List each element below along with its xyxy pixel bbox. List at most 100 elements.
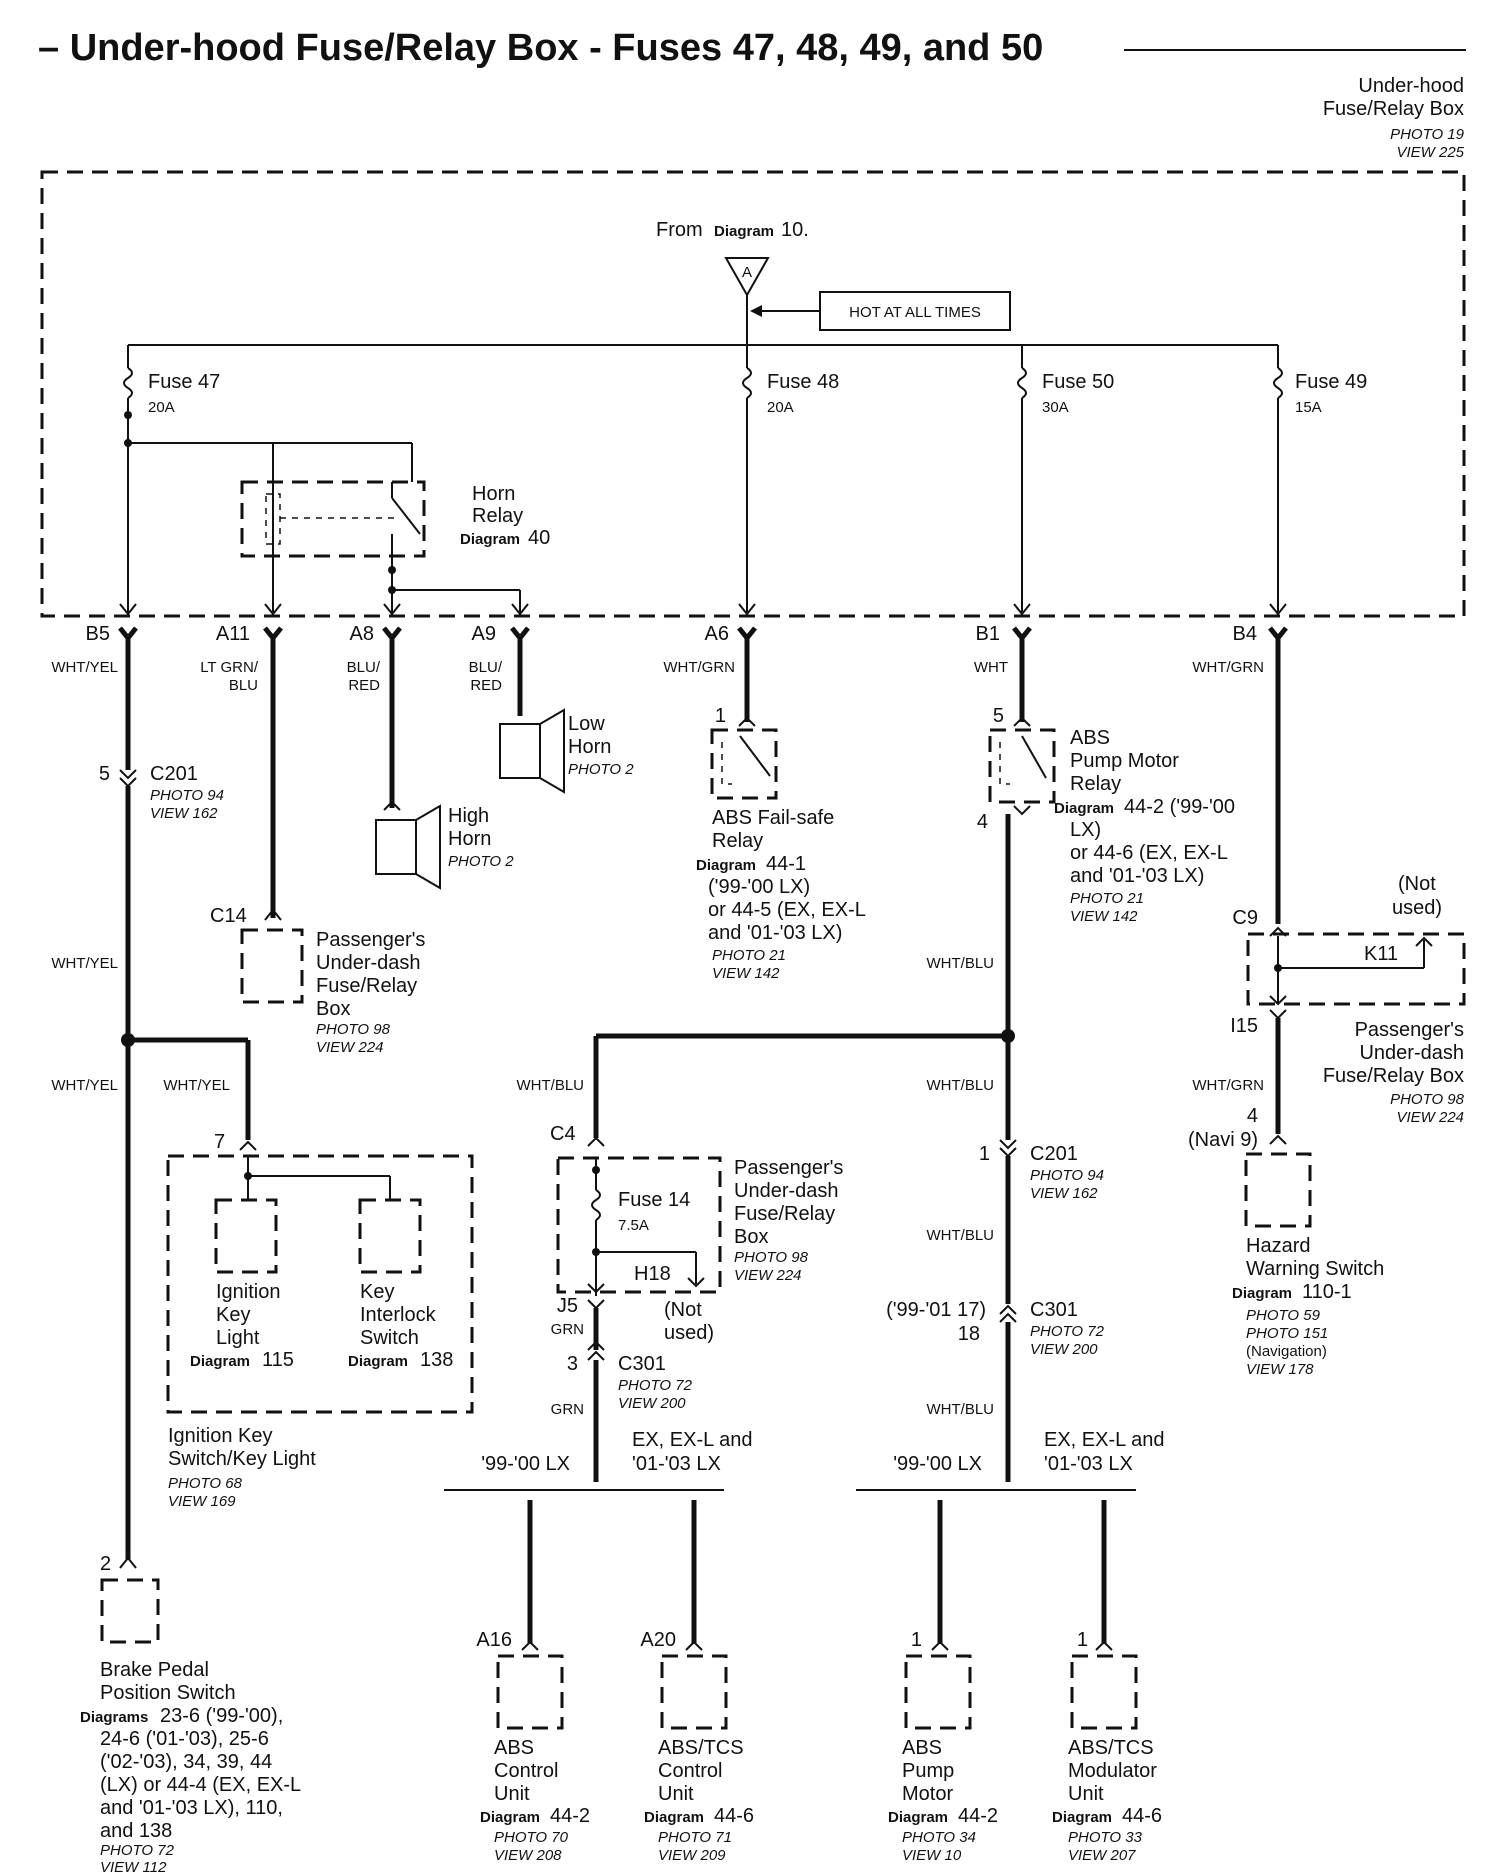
wire-a9-color-2: RED xyxy=(470,677,502,694)
hazard-photo-1: PHOTO 59 xyxy=(1246,1307,1321,1324)
abs-pump-relay-diagram-number: 44-2 ('99-'00 xyxy=(1124,796,1235,818)
abs-control-unit-pin: A16 xyxy=(476,1629,512,1651)
passenger-box-c14 xyxy=(240,928,304,1004)
hazard-pin: 4 xyxy=(1247,1105,1258,1127)
wire-b1-color: WHT xyxy=(974,659,1008,676)
svg-text:Pump: Pump xyxy=(902,1760,954,1782)
ignition-key-switch-box xyxy=(166,1154,474,1414)
abs-failsafe-photo: PHOTO 21 xyxy=(712,947,786,964)
svg-text:Unit: Unit xyxy=(1068,1783,1104,1805)
c9-box-line1: Passenger's xyxy=(1355,1019,1464,1041)
svg-text:ABS/TCS: ABS/TCS xyxy=(1068,1737,1154,1759)
c201-right-view: VIEW 162 xyxy=(1030,1185,1098,1202)
passenger-box-c9 xyxy=(1246,932,1466,1006)
c14-socket xyxy=(264,908,282,921)
abs-failsafe-view: VIEW 142 xyxy=(712,965,780,982)
c201-left-name: C201 xyxy=(150,763,198,785)
brake-pedal-switch-box xyxy=(100,1578,160,1644)
c4-box-view: VIEW 224 xyxy=(734,1267,802,1284)
abs-pump-relay-line1: ABS xyxy=(1070,727,1110,749)
svg-text:Unit: Unit xyxy=(658,1783,694,1805)
brake-line1: Brake Pedal xyxy=(100,1659,209,1681)
j5-label: J5 xyxy=(557,1295,578,1317)
terminal-sockets xyxy=(118,626,1288,643)
connector-a-triangle xyxy=(724,257,770,298)
abs-tcs-control-unit-box xyxy=(660,1654,728,1730)
c14-box-line1: Passenger's xyxy=(316,929,425,951)
svg-text:Diagram: Diagram xyxy=(1052,1809,1112,1826)
i15-label: I15 xyxy=(1230,1015,1258,1037)
c301-right-pin-1: ('99-'01 17) xyxy=(886,1299,986,1321)
wire-a11-color-1: LT GRN/ xyxy=(200,659,259,676)
c9-box-photo: PHOTO 98 xyxy=(1390,1091,1465,1108)
fuse-48-symbol xyxy=(742,367,752,399)
fuse-14-circuit xyxy=(587,1158,705,1296)
abs-pump-motor-pin: 1 xyxy=(911,1629,922,1651)
c14-box-photo: PHOTO 98 xyxy=(316,1021,391,1038)
c301-left-name: C301 xyxy=(618,1353,666,1375)
wire-ign-color: WHT/YEL xyxy=(163,1077,230,1094)
c301-right-view: VIEW 200 xyxy=(1030,1341,1098,1358)
brake-line2: Position Switch xyxy=(100,1682,236,1704)
terminal-b5: B5 xyxy=(86,623,110,645)
svg-text:Diagram: Diagram xyxy=(888,1809,948,1826)
wire-hazard-color: WHT/GRN xyxy=(1192,1077,1264,1094)
abs-control-unit-box xyxy=(496,1654,564,1730)
terminal-b4: B4 xyxy=(1233,623,1257,645)
horn-relay-circuit xyxy=(124,398,521,612)
wire-wht-blu-3: WHT/BLU xyxy=(927,1077,995,1094)
abs-failsafe-relay-box xyxy=(710,728,778,800)
abs-pump-relay-photo: PHOTO 21 xyxy=(1070,890,1144,907)
terminal-a11: A11 xyxy=(216,623,250,645)
c14-box-view: VIEW 224 xyxy=(316,1039,384,1056)
brake-diagram-5: and '01-'03 LX), 110, xyxy=(100,1797,283,1819)
wire-b5-color-3: WHT/YEL xyxy=(51,1077,118,1094)
abs-pump-relay-line5: or 44-6 (EX, EX-L xyxy=(1070,842,1228,864)
hazard-navi: (Navi 9) xyxy=(1188,1129,1258,1151)
c201-left-pin: 5 xyxy=(99,763,110,785)
svg-text:Diagram: Diagram xyxy=(480,1809,540,1826)
brake-view: VIEW 112 xyxy=(100,1859,167,1876)
c301-right-name: C301 xyxy=(1030,1299,1078,1321)
abs-pump-relay-pin-bottom: 4 xyxy=(977,811,988,833)
hazard-line2: Warning Switch xyxy=(1246,1258,1384,1280)
c301-left-pin: 3 xyxy=(567,1353,578,1375)
left-variant-ex-2: '01-'03 LX xyxy=(632,1453,721,1475)
fuse-49-name: Fuse 49 xyxy=(1295,371,1367,393)
c201-right-name: C201 xyxy=(1030,1143,1078,1165)
abs-pump-relay-box xyxy=(988,728,1056,804)
svg-text:ABS: ABS xyxy=(902,1737,942,1759)
brake-diagram-6: and 138 xyxy=(100,1820,172,1842)
abs-pump-relay-out-socket xyxy=(1013,805,1031,816)
abs-pump-relay-line6: and '01-'03 LX) xyxy=(1070,865,1204,887)
fuse-49-rating: 15A xyxy=(1295,399,1322,416)
abs-control-unit-labels: ABS Control Unit Diagram 44-2 PHOTO 70 V… xyxy=(480,1737,590,1864)
horn-relay-box xyxy=(240,480,426,558)
svg-text:ABS/TCS: ABS/TCS xyxy=(658,1737,744,1759)
horn-relay-diagram-number: 40 xyxy=(528,527,550,549)
c9-internal xyxy=(1269,936,1433,1006)
hazard-socket xyxy=(1269,1134,1287,1145)
abs-pump-relay-pin-top: 5 xyxy=(993,705,1004,727)
wire-wht-blu-1: WHT/BLU xyxy=(927,955,995,972)
key-interlock-2: Interlock xyxy=(360,1304,437,1326)
from-diagram-number: 10. xyxy=(781,219,809,241)
key-interlock-1: Key xyxy=(360,1281,394,1303)
bottom-components xyxy=(496,1640,1138,1730)
abs-failsafe-line1: ABS Fail-safe xyxy=(712,807,834,829)
svg-text:PHOTO 34: PHOTO 34 xyxy=(902,1829,976,1846)
svg-text:44-2: 44-2 xyxy=(550,1805,590,1827)
fuse-47-symbol xyxy=(123,367,133,399)
c4-label: C4 xyxy=(550,1123,576,1145)
abs-pump-motor-box xyxy=(904,1654,972,1730)
abs-tcs-control-unit-pin: A20 xyxy=(640,1629,676,1651)
hazard-warning-switch-box xyxy=(1244,1152,1312,1228)
wire-grn xyxy=(587,1308,605,1482)
c9-label: C9 xyxy=(1232,907,1258,929)
c4-box-line3: Fuse/Relay xyxy=(734,1203,835,1225)
abs-failsafe-line2: Relay xyxy=(712,830,763,852)
brake-pin: 2 xyxy=(100,1553,111,1575)
c201-left-photo: PHOTO 94 xyxy=(150,787,224,804)
hazard-line1: Hazard xyxy=(1246,1235,1310,1257)
h18-not-used-1: (Not xyxy=(664,1299,702,1321)
